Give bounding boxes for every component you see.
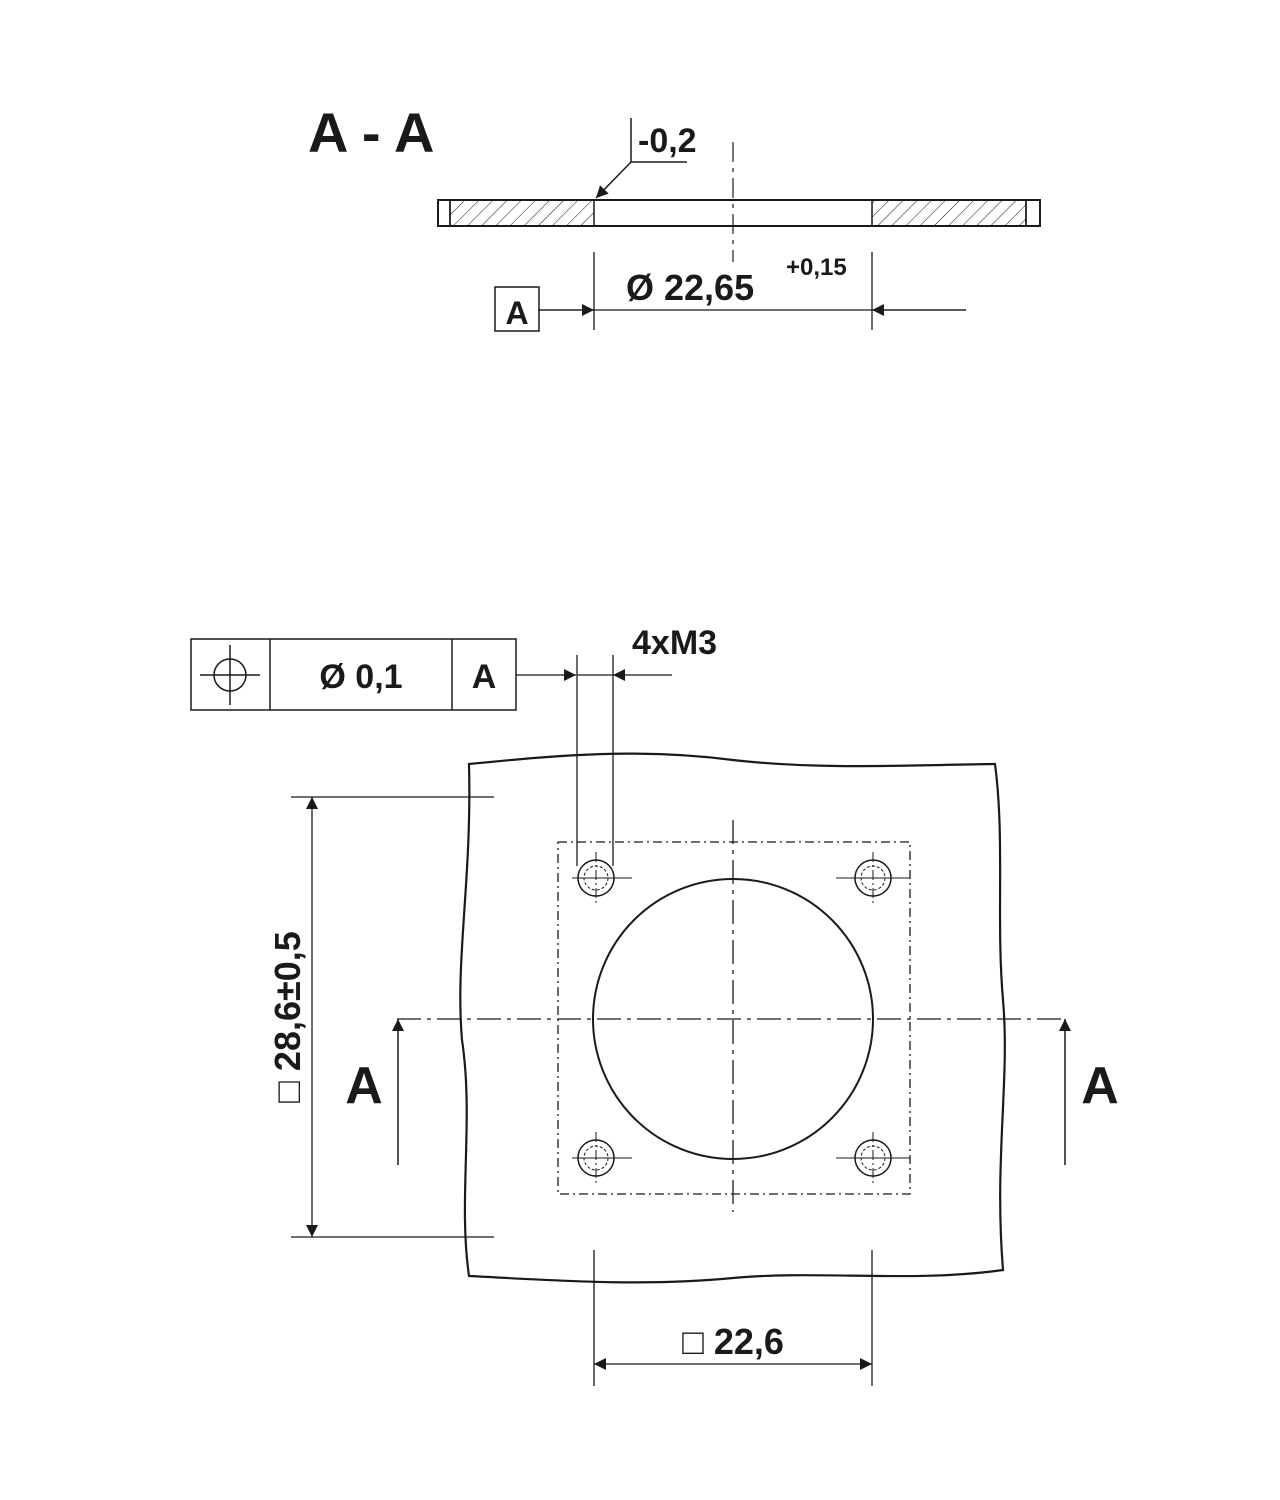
section-marker-left: A <box>345 1057 383 1115</box>
bolt-hole <box>836 1132 910 1184</box>
main-cutout-circle <box>592 878 874 1160</box>
plan-view: 4xM3 □ 28,6±0,5 □ 22,6 A A <box>267 624 1119 1386</box>
section-hatch-left <box>449 199 595 227</box>
section-marker-right: A <box>1081 1057 1119 1115</box>
depth-tolerance-label: -0,2 <box>638 122 697 160</box>
height-dimension-label: □ 28,6±0,5 <box>267 931 308 1103</box>
datum-box <box>494 286 540 332</box>
section-hatch-right <box>871 199 1027 227</box>
section-title: A - A <box>308 101 435 164</box>
bolt-hole <box>836 852 910 904</box>
section-plate-outline <box>437 199 1041 227</box>
width-dimension-label: □ 22,6 <box>682 1321 784 1362</box>
depth-leader-arrow <box>595 161 632 199</box>
bolt-hole <box>572 1132 632 1184</box>
section-view: A - A -0,2 Ø 22,65 +0,15 A <box>308 101 1041 332</box>
panel-outline <box>459 752 1006 1284</box>
diameter-tolerance-label: +0,15 <box>786 254 847 281</box>
datum-box-label: A <box>505 295 528 331</box>
position-tolerance-frame: Ø 0,1 A <box>190 638 576 711</box>
bolt-pattern-square <box>557 841 911 1195</box>
bolt-hole <box>572 852 632 904</box>
tolerance-value: Ø 0,1 <box>319 658 402 696</box>
thread-label: 4xM3 <box>632 624 717 662</box>
position-icon <box>200 645 260 705</box>
tolerance-datum: A <box>472 658 497 696</box>
diameter-dimension-label: Ø 22,65 <box>626 267 754 308</box>
